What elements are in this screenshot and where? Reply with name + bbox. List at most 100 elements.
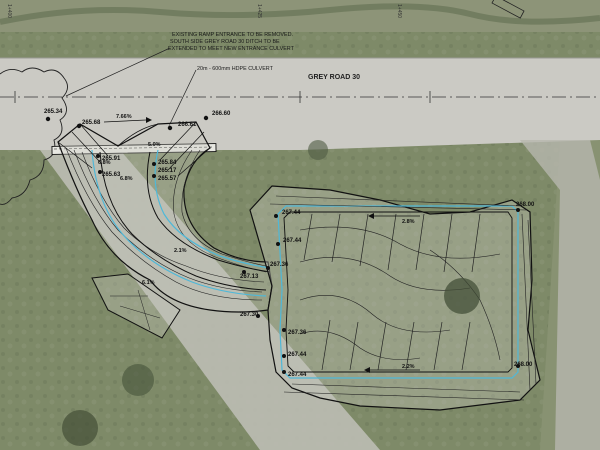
driveway-edge-west: [99, 151, 267, 291]
note-leader: [65, 47, 171, 97]
elevation-label-16: 267.44: [288, 352, 307, 358]
stall-line-2: [331, 213, 341, 263]
driveway-edge-cyan-east: [154, 149, 271, 269]
apron-arc: [117, 123, 159, 147]
grade-label-curve-1: 2.1%: [174, 248, 187, 254]
tree-north-grove: [308, 140, 328, 160]
grade-label-curve-2: 6.1%: [142, 280, 155, 286]
stall-line-7: [471, 213, 481, 273]
spot-dot-11: [266, 266, 270, 270]
pad-contour-3: [299, 295, 451, 333]
parking-pad-inner-edge: [283, 211, 513, 373]
grade-arrowhead-entrance: [146, 117, 152, 123]
parking-pad-outer-limit: [249, 185, 541, 411]
right-access-road: [520, 140, 600, 450]
elevation-label-8: 265.17: [158, 168, 177, 174]
southwest-slope-flap: [91, 273, 181, 339]
elevation-label-19: 268.00: [514, 362, 533, 368]
spot-dot-4: [203, 115, 209, 121]
elevation-label-2: 265.68: [82, 120, 101, 126]
ramp-note-line-1: EXISTING RAMP ENTRANCE TO BE REMOVED.: [172, 32, 293, 38]
elevation-label-1: 265.34: [44, 109, 63, 115]
elevation-label-9: 265.57: [158, 176, 177, 182]
spot-dot-9: [274, 214, 278, 218]
elevation-label-6: 265.63: [102, 172, 121, 178]
elevation-label-5: 265.91: [102, 156, 121, 162]
spot-dot-6: [98, 170, 102, 174]
elevation-label-14: 267.30: [240, 312, 259, 318]
stall-line-12: [433, 321, 443, 371]
grade-label-pad-bottom: 2.2%: [402, 364, 415, 370]
station-label-1: 1+400: [6, 4, 12, 18]
stall-line-8: [321, 319, 331, 371]
grey-road-30: [0, 58, 600, 150]
pad-contour-1: [299, 226, 501, 259]
spot-elevation-dots: [45, 115, 520, 374]
spot-dot-15: [282, 354, 286, 358]
spot-dot-2: [76, 123, 82, 129]
stall-line-9: [349, 321, 359, 371]
elevation-label-7: 265.84: [158, 160, 177, 166]
driveway-edge-east: [146, 151, 271, 273]
stall-line-4: [387, 213, 397, 271]
elevation-label-18: 268.00: [516, 202, 535, 208]
apron-east-wing: [159, 121, 211, 177]
spot-dot-14: [282, 328, 286, 332]
spot-dot-8: [152, 174, 156, 178]
spot-dot-1: [45, 116, 51, 122]
pad-slope-contour-1: [275, 195, 531, 393]
ramp-note-line-3: EXTENDED TO MEET NEW ENTRANCE CULVERT: [168, 46, 295, 52]
spot-dot-18: [516, 364, 520, 368]
culvert-center: [53, 146, 215, 150]
stall-line-10: [377, 321, 387, 371]
grade-arrow-entrance: [103, 119, 147, 123]
top-field: [0, 0, 600, 32]
pad-contour-2: [299, 257, 471, 291]
grade-label-apron: 5.0%: [148, 142, 161, 148]
elevation-label-3: 266.61: [178, 122, 197, 128]
stall-line-3: [359, 213, 369, 267]
elevation-label-11: 267.44: [283, 238, 302, 244]
stall-line-1: [303, 213, 313, 261]
entrance-contour-4: [181, 149, 267, 267]
apron-west-wing: [57, 123, 109, 169]
flap-line-2: [119, 305, 161, 319]
culvert-leader: [167, 69, 197, 129]
tree-south-2: [62, 410, 98, 446]
grade-label-ramp-left: 6.8%: [98, 160, 111, 166]
top-hedge: [0, 3, 600, 25]
elevation-label-17: 267.44: [288, 372, 307, 378]
elevation-label-4: 266.60: [212, 111, 231, 117]
spot-dot-13: [256, 314, 260, 318]
parking-pad-cyan-edge: [277, 205, 519, 379]
tree-south-1: [122, 364, 154, 396]
stall-line-5: [415, 213, 425, 271]
spot-dot-12: [242, 270, 246, 274]
spot-dot-16: [282, 370, 286, 374]
spot-dot-10: [276, 242, 280, 246]
flap-line-3: [137, 289, 151, 331]
culvert-note: 20m - 600mm HDPE CULVERT: [197, 66, 274, 72]
road-name-label: GREY ROAD 30: [308, 74, 360, 81]
elevation-label-15: 267.36: [288, 330, 307, 336]
elevation-label-13: 267.13: [240, 274, 259, 280]
culvert-pipe: [51, 143, 217, 155]
pad-contour-4: [299, 330, 421, 360]
driveway-edge-cyan-west: [91, 149, 267, 297]
spot-dot-17: [516, 208, 520, 212]
revision-cloud: [0, 67, 68, 205]
pad-slope-contour-2: [269, 203, 537, 401]
station-label-3: 1+450: [396, 4, 402, 18]
tree-pad-center: [444, 278, 480, 314]
spot-dot-5: [96, 154, 100, 158]
ramp-note-line-2: SOUTH SIDE GREY ROAD 30 DITCH TO BE: [170, 39, 280, 45]
station-label-2: 1+425: [256, 4, 262, 18]
stall-line-6: [443, 213, 453, 273]
entrance-contour-2: [73, 149, 263, 293]
grade-label-entrance: 7.66%: [116, 114, 132, 120]
pad-contour-5: [429, 249, 501, 361]
stall-line-13: [461, 321, 471, 371]
grade-label-pad-top: 2.8%: [402, 219, 415, 225]
entrance-contour-1: [65, 147, 263, 301]
